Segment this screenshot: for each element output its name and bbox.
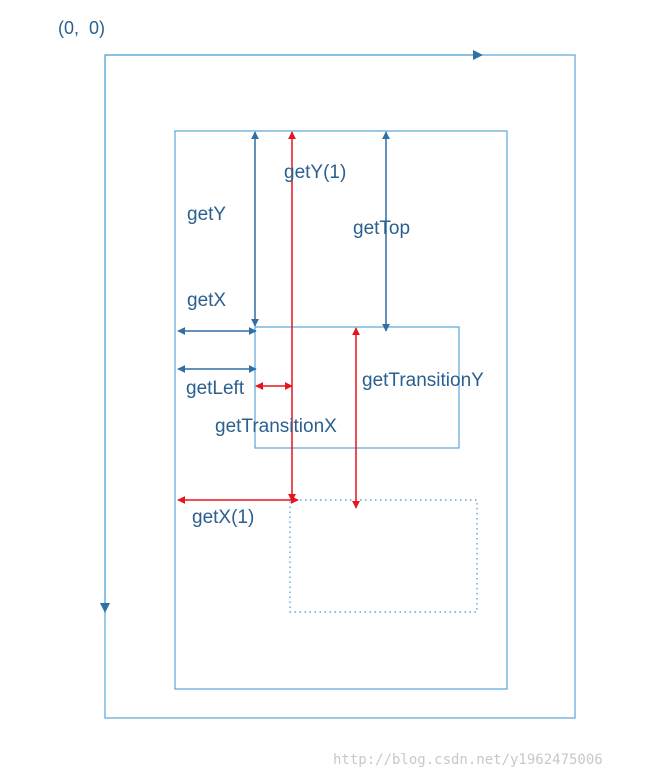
origin-label: (0, 0) bbox=[58, 18, 105, 38]
parent-view-frame bbox=[174, 130, 508, 690]
getY1-label: getY(1) bbox=[284, 162, 346, 183]
getTransitionX-label: getTransitionX bbox=[215, 416, 337, 437]
getTop-label: getTop bbox=[353, 218, 410, 239]
getX-label: getX bbox=[187, 290, 226, 311]
child-view-translated bbox=[289, 499, 478, 613]
getY-label: getY bbox=[187, 204, 226, 225]
getTransitionY-label: getTransitionY bbox=[362, 370, 484, 391]
getX1-label: getX(1) bbox=[192, 507, 254, 528]
getLeft-label: getLeft bbox=[186, 378, 245, 399]
watermark: http://blog.csdn.net/y1962475006 bbox=[333, 752, 603, 768]
